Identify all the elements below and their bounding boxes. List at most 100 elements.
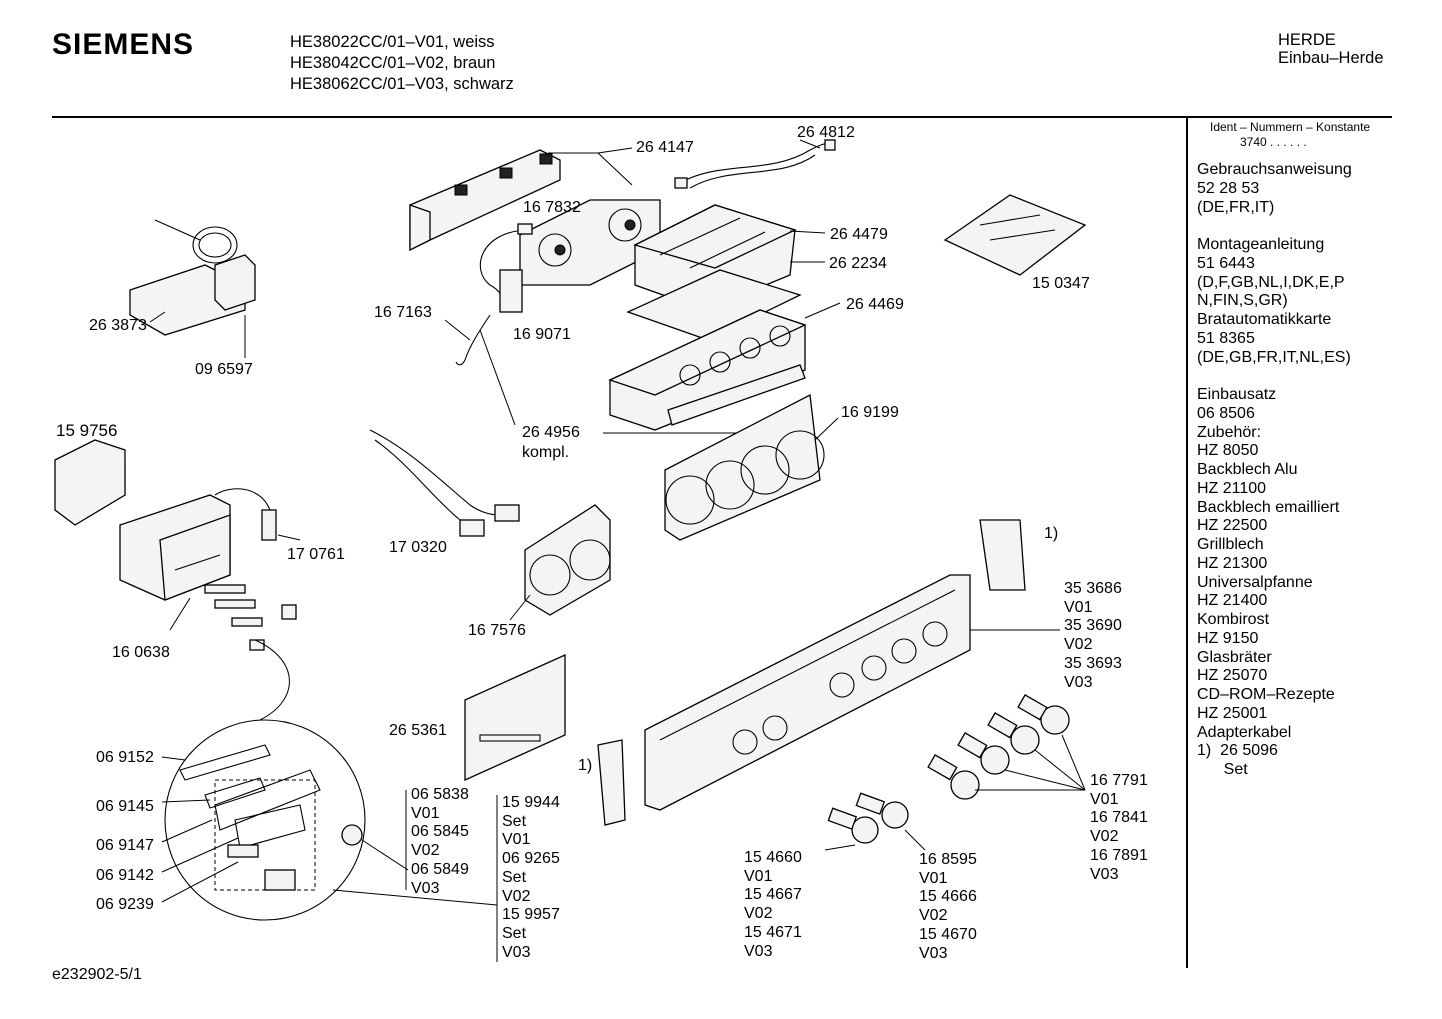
sidebar-line: Universalpfanne — [1197, 573, 1313, 591]
part-label: 06 9142 — [96, 867, 154, 884]
sidebar-line: Gebrauchsanweisung — [1197, 161, 1352, 178]
document-id: e232902-5/1 — [52, 966, 142, 983]
part-label: 26 4956 — [522, 424, 580, 441]
switch-variant-list: 06 5838 V01 06 5845 V02 06 5849 V03 — [411, 786, 469, 898]
stack-line: V03 — [1064, 673, 1093, 691]
stack-line: V02 — [1090, 828, 1119, 846]
category-title: HERDE — [1278, 31, 1336, 49]
knob-variant-list-mid: 16 8595 V01 15 4666 V02 15 4670 V03 — [919, 851, 977, 963]
sidebar-line: 51 6443 — [1197, 254, 1255, 272]
stack-line: V03 — [411, 879, 440, 897]
stack-line: 06 5838 — [411, 786, 469, 803]
part-label: 16 7576 — [468, 622, 526, 639]
sidebar-line: HZ 22500 — [1197, 517, 1268, 535]
part-label: 06 9239 — [96, 896, 154, 913]
part-label: 26 4147 — [636, 139, 694, 156]
small-switches-drawing — [204, 584, 297, 651]
sidebar-line: HZ 21100 — [1197, 479, 1267, 497]
part-label: 17 0320 — [389, 539, 447, 556]
sidebar-line: HZ 21300 — [1197, 554, 1268, 572]
sidebar-line: N,FIN,S,GR) — [1197, 292, 1288, 310]
stack-line: 35 3693 — [1064, 654, 1122, 672]
footnote-marker: 1) — [1044, 525, 1059, 542]
bracket-drawing-note1-right — [979, 519, 1026, 591]
stack-line: 06 5845 — [411, 823, 469, 841]
stack-line: 06 9265 — [502, 850, 560, 868]
sidebar-line: Grillblech — [1197, 536, 1264, 553]
part-label: 17 0761 — [287, 546, 345, 563]
screw-bag-drawing-150347 — [943, 194, 1087, 276]
knobs-drawing-right — [927, 694, 1070, 800]
stack-line: V03 — [919, 944, 948, 962]
sidebar-line: 52 28 53 — [1197, 179, 1260, 197]
sidebar-line: (DE,GB,FR,IT,NL,ES) — [1197, 348, 1351, 366]
stack-line: 35 3686 — [1064, 580, 1122, 597]
model-line: HE38022CC/01–V01, weiss — [290, 33, 495, 51]
stack-line: 15 4660 — [744, 849, 802, 866]
stack-line: V01 — [919, 869, 948, 887]
part-label: 16 7832 — [523, 199, 581, 216]
part-label: 09 6597 — [195, 361, 253, 378]
sidebar-line: Glasbräter — [1197, 648, 1272, 666]
cable-drawing-170320 — [369, 429, 520, 537]
stack-line: 16 8595 — [919, 851, 977, 868]
part-label: 26 4469 — [846, 296, 904, 313]
sidebar-line: Montageanleitung — [1197, 236, 1325, 253]
stack-line: 15 9944 — [502, 794, 560, 811]
set-variant-list: 15 9944 Set V01 06 9265 Set V02 15 9957 … — [502, 794, 560, 962]
stack-line: 15 4667 — [744, 886, 802, 904]
sidebar-line: Set — [1197, 761, 1248, 778]
ident-title: Ident – Nummern – Konstante — [1210, 120, 1371, 134]
part-label: 06 9152 — [96, 749, 154, 766]
stack-line: V01 — [1064, 598, 1093, 616]
sidebar-line: (D,F,GB,NL,I,DK,E,P — [1197, 273, 1345, 291]
sidebar-line: HZ 21400 — [1197, 592, 1268, 610]
stack-line: 15 4671 — [744, 923, 802, 941]
bracket-drawing-note1-left — [597, 739, 626, 826]
stack-line: 06 5849 — [411, 860, 469, 878]
model-list: HE38022CC/01–V01, weiss HE38042CC/01–V02… — [290, 32, 514, 95]
sidebar-line: Einbausatz — [1197, 386, 1277, 403]
stack-line: Set — [502, 924, 527, 942]
knob-variant-list-right: 16 7791 V01 16 7841 V02 16 7891 V03 — [1090, 772, 1148, 884]
knob-variant-list-left: 15 4660 V01 15 4667 V02 15 4671 V03 — [744, 849, 802, 961]
thermostat-drawing-263873 — [129, 219, 256, 336]
stack-line: V03 — [744, 942, 773, 960]
part-label: 15 9756 — [56, 421, 118, 440]
sidebar-line: HZ 25001 — [1197, 704, 1268, 722]
brand-logo: SIEMENS — [52, 28, 195, 61]
ident-value: 3740 . . . . . . — [1240, 135, 1307, 149]
sidebar-line: 06 8506 — [1197, 404, 1255, 422]
sidebar-line: (DE,FR,IT) — [1197, 198, 1275, 216]
sidebar-line: HZ 9150 — [1197, 629, 1259, 647]
stack-line: V02 — [744, 905, 773, 923]
stack-line: V01 — [502, 831, 531, 849]
sidebar-line: Zubehör: — [1197, 423, 1262, 441]
switch-housing-drawing-169199 — [664, 393, 825, 541]
part-label: 16 9071 — [513, 326, 571, 343]
switch-bracket-drawing — [409, 149, 661, 286]
stack-line: V01 — [1090, 790, 1119, 808]
frame-drawing-262234 — [626, 269, 802, 341]
stack-line: Set — [502, 868, 527, 886]
stack-line: V01 — [411, 804, 440, 822]
part-label: kompl. — [522, 444, 570, 461]
stack-line: V01 — [744, 867, 773, 885]
part-label: 15 0347 — [1032, 275, 1090, 292]
category-subtitle: Einbau–Herde — [1278, 49, 1384, 67]
stack-line: 16 7791 — [1090, 772, 1148, 789]
sidebar-line: CD–ROM–Rezepte — [1197, 686, 1335, 703]
stack-line: V02 — [502, 887, 531, 905]
part-label: 16 9199 — [841, 404, 899, 421]
stack-line: V02 — [411, 842, 440, 860]
part-label: 26 3873 — [89, 317, 147, 334]
stack-line: 15 9957 — [502, 906, 560, 924]
part-label: 16 0638 — [112, 644, 170, 661]
stack-line: 35 3690 — [1064, 617, 1122, 635]
stack-line: 16 7841 — [1090, 809, 1148, 827]
part-label: 06 9147 — [96, 837, 154, 854]
model-line: HE38062CC/01–V03, schwarz — [290, 75, 514, 93]
model-line: HE38042CC/01–V02, braun — [290, 54, 496, 72]
